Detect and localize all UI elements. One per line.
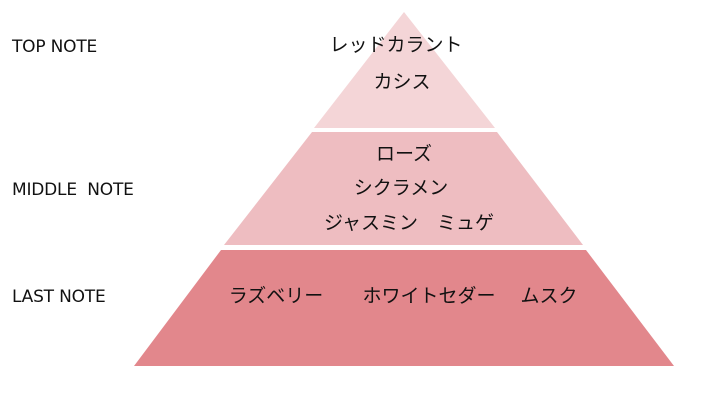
last-note-item: ムスク (520, 285, 578, 307)
middle-note-item: ジャスミン ミュゲ (323, 212, 495, 234)
last-note-tier (134, 250, 674, 366)
top-note-label: TOP NOTE (12, 37, 98, 57)
middle-note-item: ローズ (375, 143, 433, 165)
middle-note-label: MIDDLE NOTE (12, 180, 134, 200)
middle-note-item: シクラメン (353, 177, 449, 199)
last-note-label: LAST NOTE (12, 287, 106, 307)
top-note-item: カシス (373, 71, 431, 93)
top-note-tier (314, 12, 495, 128)
last-note-item: ラズベリー (228, 285, 324, 307)
middle-note-tier (224, 132, 583, 245)
top-note-item: レッドカラント (329, 34, 463, 56)
last-note-item: ホワイトセダー (362, 285, 496, 307)
